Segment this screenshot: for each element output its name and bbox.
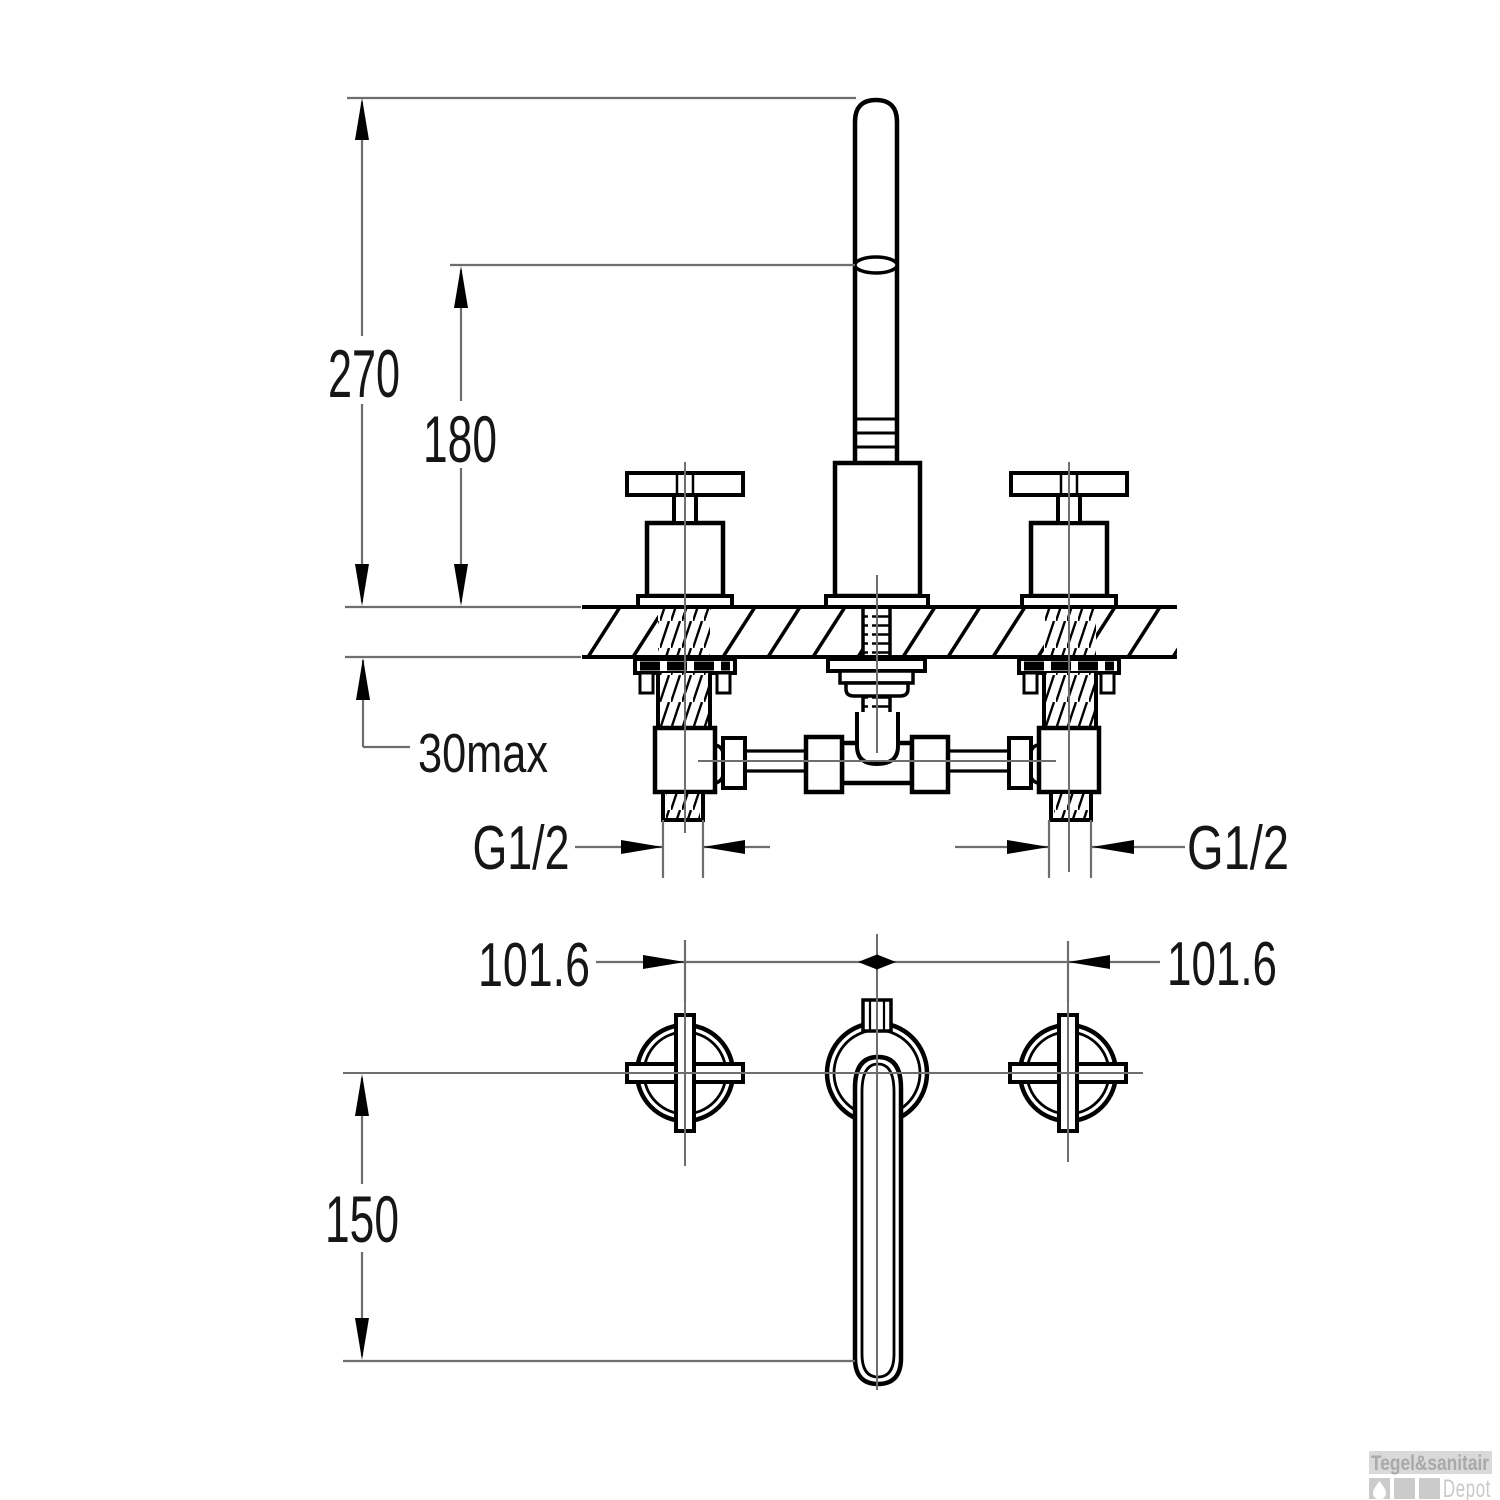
tee-nut-right — [909, 734, 951, 795]
watermark-square — [1419, 1478, 1440, 1499]
right-port-nut — [1007, 736, 1033, 790]
water-drop-icon — [1373, 1481, 1386, 1500]
watermark-banner — [1369, 1451, 1492, 1474]
front-elevation-view — [582, 97, 1177, 822]
dim-270-label: 270 — [328, 336, 400, 412]
dimensions: 270 180 30max G1/2 G1/2 101.6 101.6 150 — [325, 96, 1289, 1363]
center-lines — [343, 462, 1143, 1390]
dim-101-left-label: 101.6 — [478, 931, 590, 1000]
dim-150-label: 150 — [325, 1182, 399, 1256]
dimension-arrowheads — [355, 98, 1134, 1360]
spout-elevation — [824, 97, 930, 609]
mixer-body — [832, 460, 923, 599]
spout-tube — [852, 97, 900, 463]
watermark-logo: Tegel&sanitair Depot — [1369, 1451, 1492, 1500]
dim-180-label: 180 — [423, 402, 497, 476]
spout-outlet — [853, 255, 899, 275]
watermark-brand-text: Tegel&sanitair — [1371, 1452, 1489, 1475]
dim-30max-label: 30max — [418, 722, 548, 784]
dim-101-right-label: 101.6 — [1167, 930, 1277, 999]
watermark-depot-text: Depot — [1443, 1475, 1491, 1500]
shared-arrow-diamond — [858, 954, 896, 970]
dim-g12-left-label: G1/2 — [473, 814, 570, 883]
left-port-nut — [721, 736, 747, 790]
watermark-square — [1394, 1478, 1415, 1499]
tee-nut-left — [803, 734, 845, 795]
dim-g12-right-label: G1/2 — [1187, 814, 1289, 883]
